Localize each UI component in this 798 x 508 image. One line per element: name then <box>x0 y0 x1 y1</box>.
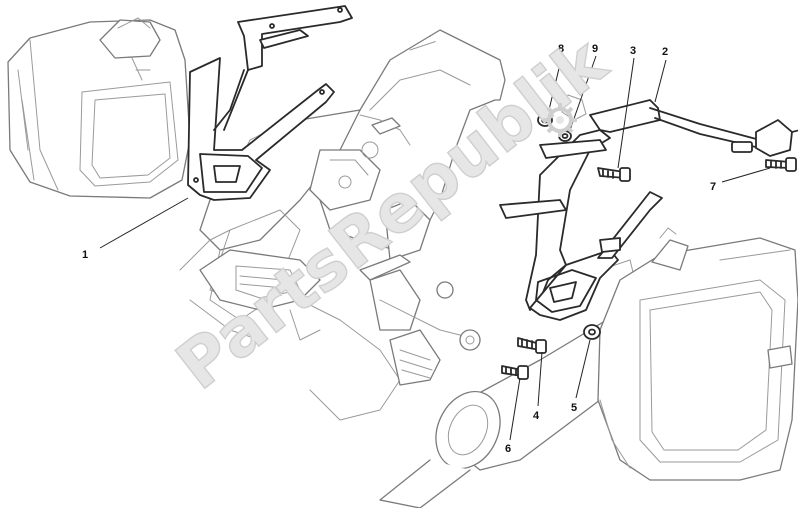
left-pannier <box>7 17 191 199</box>
watermark-gear-icon <box>543 103 577 137</box>
leader-9 <box>569 55 597 131</box>
callout-3: 3 <box>630 45 636 57</box>
callout-labels: 1 2 3 4 5 6 7 8 9 <box>82 43 716 455</box>
leader-1 <box>99 197 189 249</box>
leader-4 <box>537 351 543 407</box>
leader-7 <box>721 167 771 183</box>
leader-8 <box>547 55 563 115</box>
part-4-screw <box>517 337 547 354</box>
leader-lines <box>99 55 771 441</box>
callout-6: 6 <box>505 443 511 455</box>
part-1-left-bracket <box>187 5 353 201</box>
callout-9: 9 <box>592 43 598 55</box>
callout-5: 5 <box>571 402 577 414</box>
part-6-screw <box>501 365 529 380</box>
right-pannier <box>597 227 798 481</box>
part-2-right-bracket <box>499 99 798 321</box>
part-5-spacer <box>583 324 601 340</box>
leader-2 <box>654 59 667 103</box>
leader-6 <box>509 377 521 441</box>
callout-4: 4 <box>533 410 540 422</box>
leader-5 <box>575 339 591 399</box>
part-7-screw <box>765 157 797 172</box>
callout-8: 8 <box>558 43 564 55</box>
callout-7: 7 <box>710 181 716 193</box>
callout-1: 1 <box>82 249 88 261</box>
leader-3 <box>617 57 635 169</box>
rear-subframe <box>179 29 506 421</box>
callout-2: 2 <box>662 46 668 58</box>
part-3-screw <box>597 167 631 182</box>
